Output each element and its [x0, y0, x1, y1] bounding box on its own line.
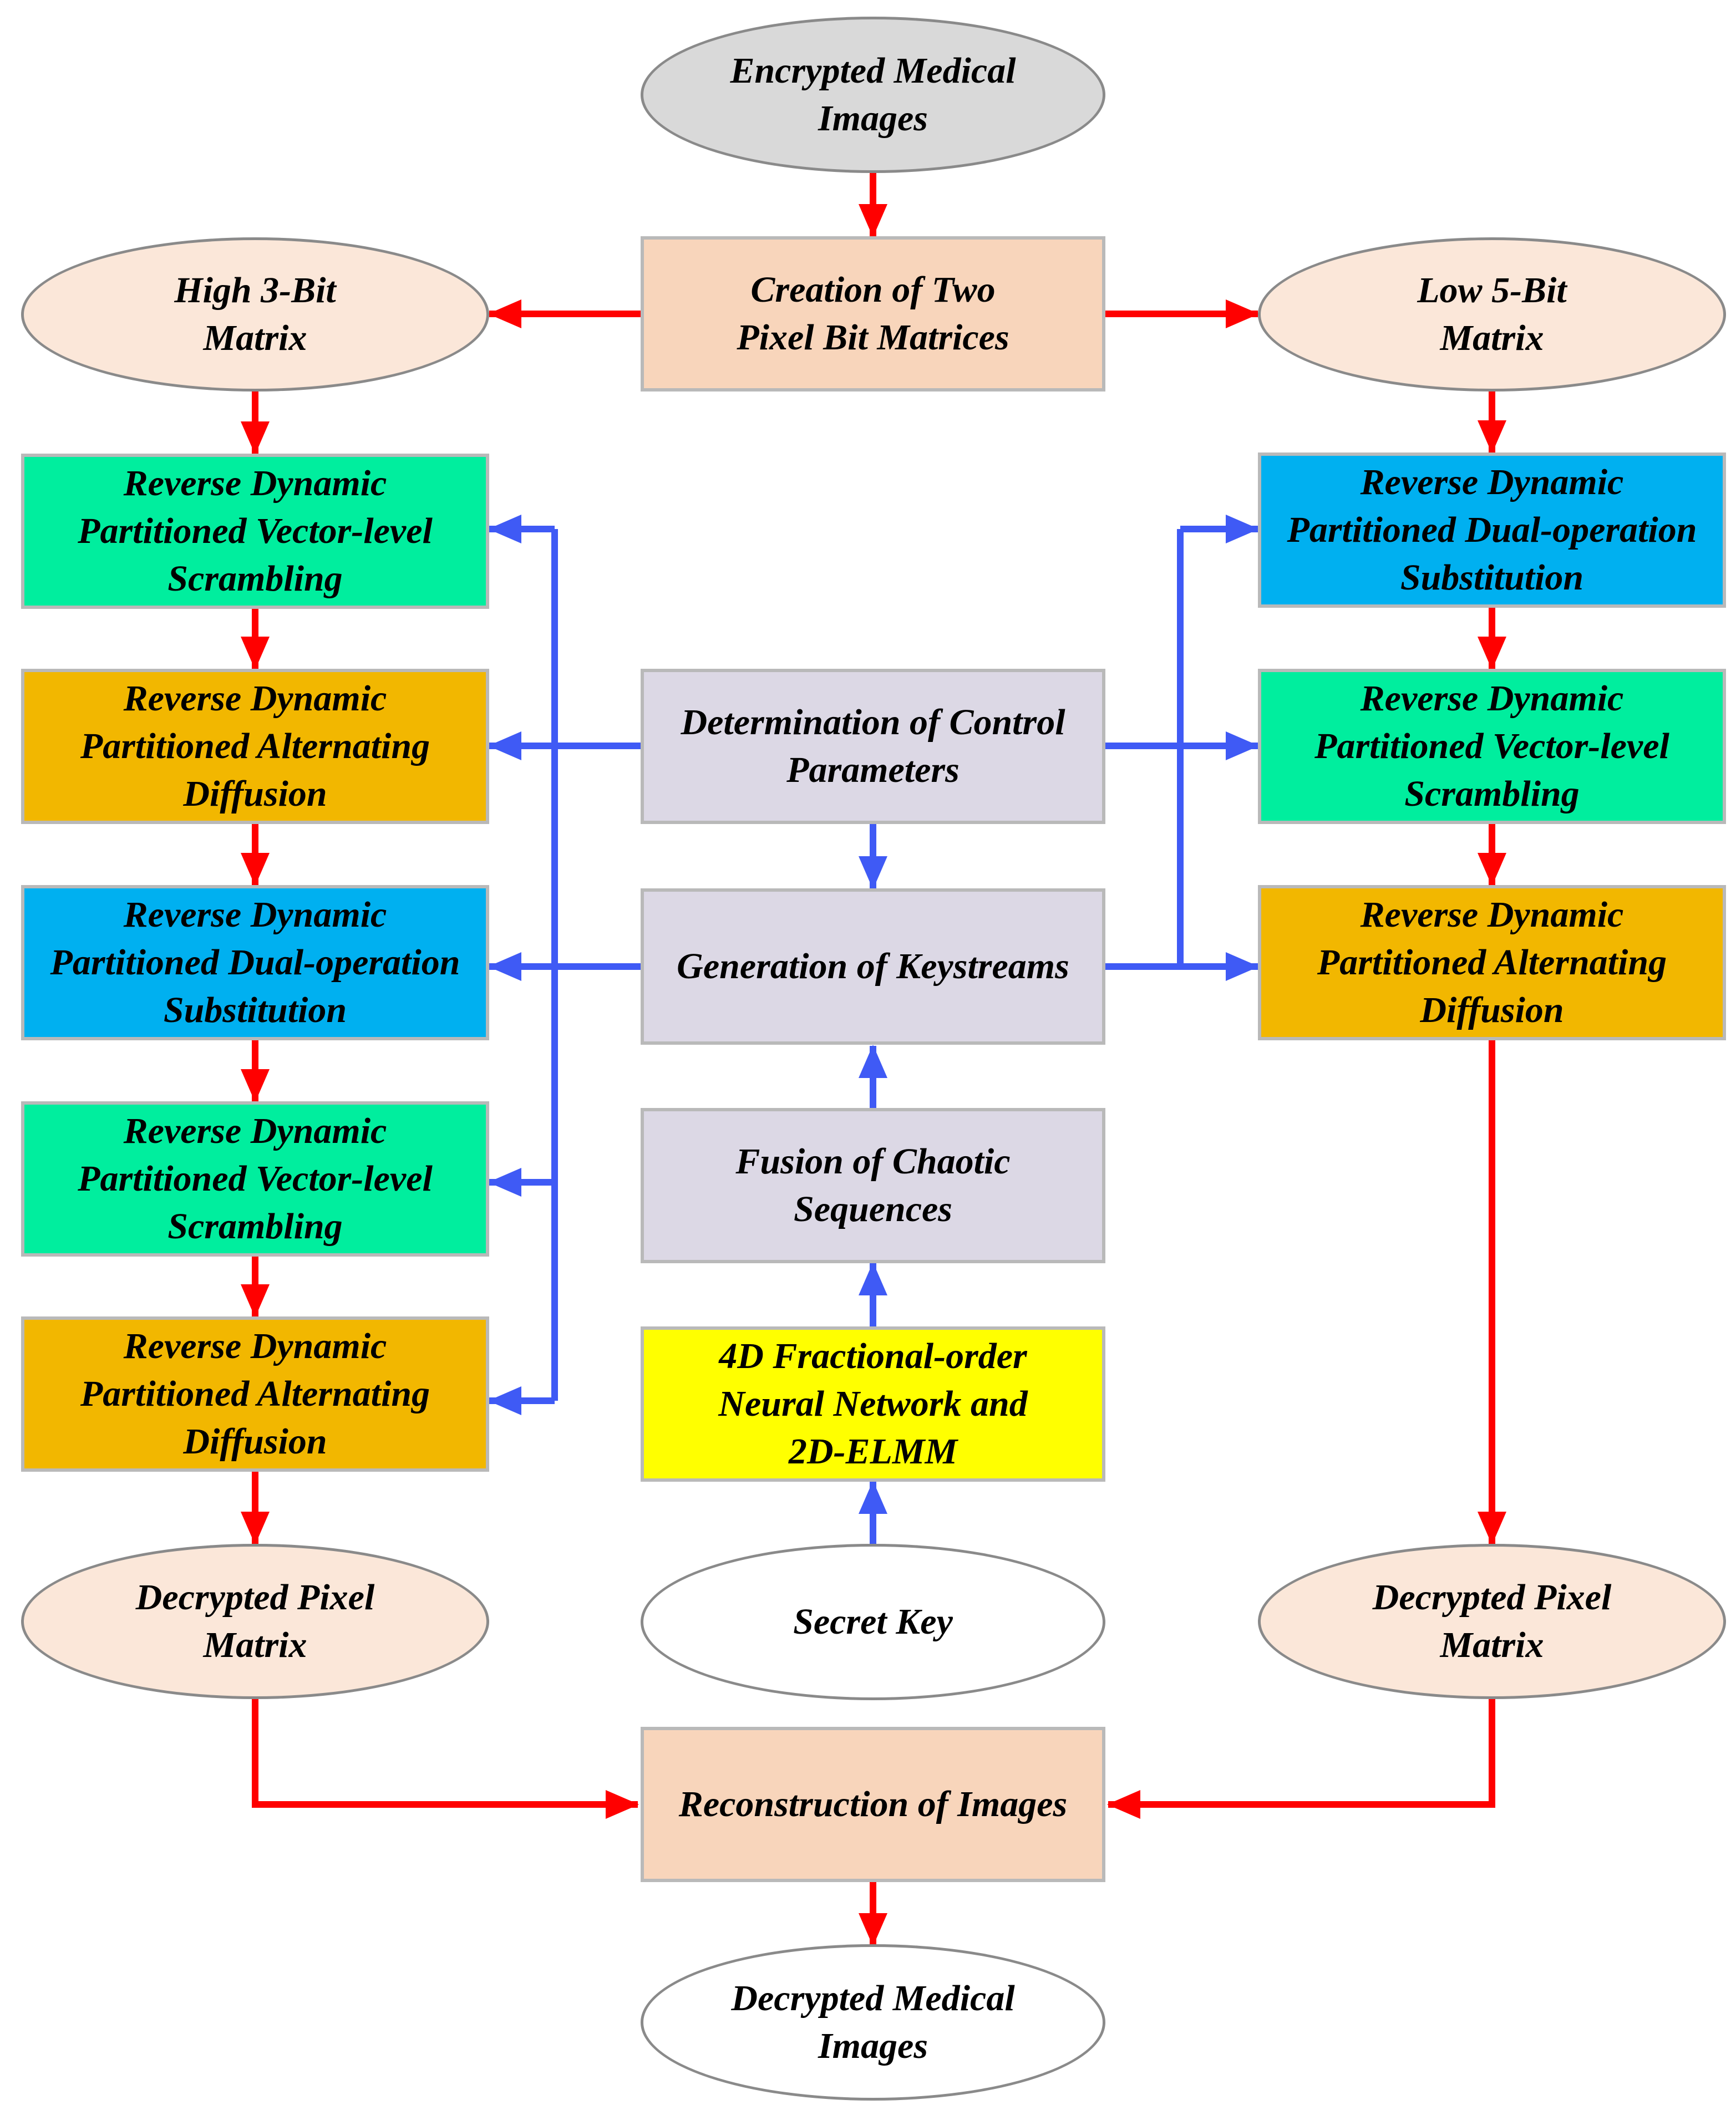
left-vector-scrambling-1-node: Reverse Dynamic Partitioned Vector-level… — [21, 454, 489, 609]
arrow-rpixel-to-reconstruction — [1107, 1699, 1495, 1819]
decrypted-images-node: Decrypted Medical Images — [641, 1944, 1105, 2101]
secret-key-node: Secret Key — [641, 1544, 1105, 1700]
control-parameters-node: Determination of Control Parameters — [641, 669, 1105, 824]
right-decrypted-pixel-matrix-node: Decrypted Pixel Matrix — [1258, 1544, 1726, 1699]
arrow-lpixel-to-reconstruction — [252, 1699, 639, 1819]
keystreams-node: Generation of Keystreams — [641, 888, 1105, 1045]
left-decrypted-pixel-matrix-node: Decrypted Pixel Matrix — [21, 1544, 489, 1699]
creation-bit-matrices-node: Creation of Two Pixel Bit Matrices — [641, 236, 1105, 392]
right-vector-scrambling-node: Reverse Dynamic Partitioned Vector-level… — [1258, 669, 1726, 824]
right-alternating-diffusion-node: Reverse Dynamic Partitioned Alternating … — [1258, 885, 1726, 1040]
fusion-chaotic-node: Fusion of Chaotic Sequences — [641, 1108, 1105, 1263]
right-dual-substitution-node: Reverse Dynamic Partitioned Dual-operati… — [1258, 453, 1726, 608]
left-dual-substitution-node: Reverse Dynamic Partitioned Dual-operati… — [21, 885, 489, 1040]
reconstruction-node: Reconstruction of Images — [641, 1727, 1105, 1882]
left-alternating-diffusion-2-node: Reverse Dynamic Partitioned Alternating … — [21, 1316, 489, 1472]
left-vector-scrambling-2-node: Reverse Dynamic Partitioned Vector-level… — [21, 1101, 489, 1257]
encrypted-images-node: Encrypted Medical Images — [641, 17, 1105, 173]
left-alternating-diffusion-1-node: Reverse Dynamic Partitioned Alternating … — [21, 669, 489, 824]
high-3bit-matrix-node: High 3-Bit Matrix — [21, 237, 489, 392]
neural-network-node: 4D Fractional-order Neural Network and 2… — [641, 1326, 1105, 1482]
low-5bit-matrix-node: Low 5-Bit Matrix — [1258, 237, 1726, 392]
